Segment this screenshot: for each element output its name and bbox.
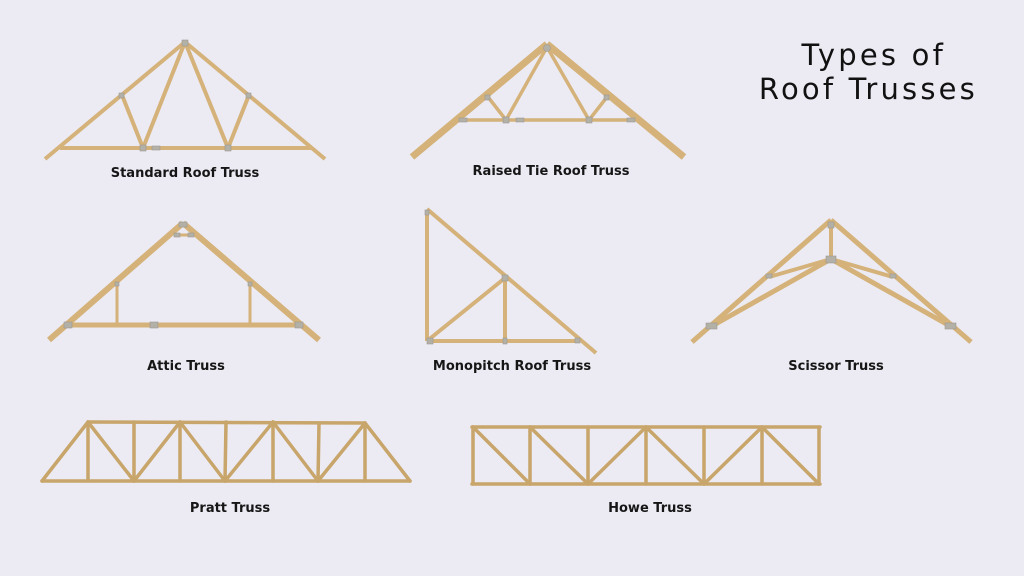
page-title: Types of Roof Trusses — [759, 38, 978, 106]
label-standard-roof-truss: Standard Roof Truss — [110, 166, 260, 181]
label-howe-truss: Howe Truss — [608, 501, 692, 516]
label-raised-tie-roof-truss: Raised Tie Roof Truss — [472, 164, 630, 179]
pratt-truss-diagram — [40, 420, 412, 483]
standard-roof-truss-diagram — [43, 39, 327, 161]
raised-tie-roof-truss-diagram — [409, 41, 687, 160]
monopitch-roof-truss-diagram — [424, 207, 598, 355]
label-monopitch-roof-truss: Monopitch Roof Truss — [432, 359, 592, 374]
label-attic-truss: Attic Truss — [147, 359, 225, 374]
howe-truss-diagram — [470, 425, 822, 486]
label-scissor-truss: Scissor Truss — [788, 359, 884, 374]
title-line-2: Roof Trusses — [758, 72, 978, 106]
label-pratt-truss: Pratt Truss — [189, 501, 271, 516]
scissor-truss-diagram — [690, 218, 973, 344]
title-line-1: Types of — [801, 38, 946, 72]
attic-truss-diagram — [47, 220, 321, 343]
